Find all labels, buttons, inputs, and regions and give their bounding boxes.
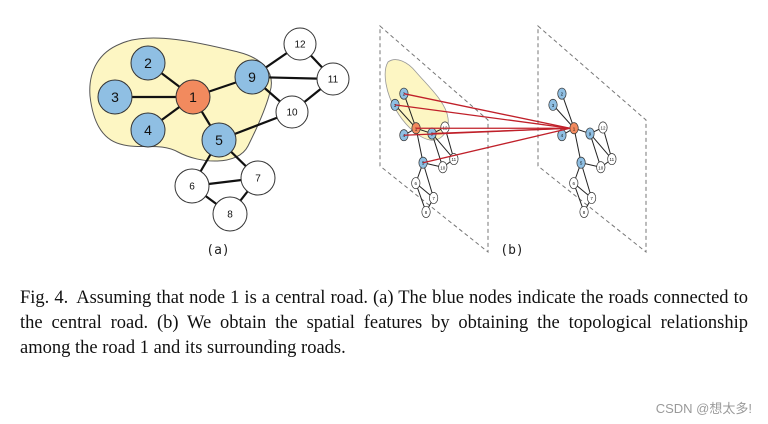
node-11-circle xyxy=(316,62,350,96)
node-3: 3 xyxy=(97,79,133,115)
node-10-circle xyxy=(275,95,309,129)
node-5-circle xyxy=(201,122,237,158)
mini-right-node-9-label: 9 xyxy=(589,132,592,137)
node-6-circle xyxy=(174,168,210,204)
node-6: 6 xyxy=(174,168,210,204)
link-2-to-central xyxy=(403,93,571,129)
watermark: CSDN @想太多! xyxy=(655,401,752,416)
mini-right-edge-9-10 xyxy=(589,133,602,168)
right-plane xyxy=(537,24,647,254)
mini-left-node-10 xyxy=(438,161,448,174)
node-4-label: 4 xyxy=(144,122,152,138)
link-5-to-central xyxy=(422,127,571,164)
node-12-circle xyxy=(283,27,317,61)
node-8: 8 xyxy=(212,196,248,232)
mini-right-node-8 xyxy=(579,205,589,218)
mini-right-node-6-label: 6 xyxy=(573,181,576,186)
node-9-label: 9 xyxy=(248,69,256,85)
mini-right-node-12-label: 12 xyxy=(600,126,606,131)
mini-right-node-10 xyxy=(596,161,606,174)
mini-right-node-5-label: 5 xyxy=(580,161,583,166)
mini-right-node-11 xyxy=(607,153,617,166)
mini-right-node-2 xyxy=(557,87,567,100)
mini-left-edge-5-7 xyxy=(422,162,435,199)
node-9-circle xyxy=(234,59,270,95)
node-12: 12 xyxy=(283,27,317,61)
node-2: 2 xyxy=(130,45,166,81)
mini-right-node-9 xyxy=(585,127,595,140)
left-plane xyxy=(379,24,489,254)
mini-left-node-8 xyxy=(421,205,431,218)
mini-right-edge-1-3 xyxy=(552,104,575,129)
mini-right-node-7-label: 7 xyxy=(590,196,593,201)
mini-left-node-7-label: 7 xyxy=(432,196,435,201)
node-2-circle xyxy=(130,45,166,81)
node-9: 9 xyxy=(234,59,270,95)
node-7-circle xyxy=(240,160,276,196)
node-8-label: 8 xyxy=(227,210,233,221)
mini-left-edge-9-11 xyxy=(431,133,455,160)
mini-left-edge-1-3 xyxy=(394,104,417,129)
panel-b-label: (b) xyxy=(500,243,523,258)
mini-left-edge-9-10 xyxy=(431,133,444,168)
mini-right-node-10-label: 10 xyxy=(598,165,604,170)
mini-left-edge-1-2 xyxy=(403,93,417,129)
caption-label: Fig. 4. xyxy=(20,288,69,308)
mini-right-node-3 xyxy=(548,98,558,111)
node-8-circle xyxy=(212,196,248,232)
mini-right-node-12 xyxy=(598,121,608,134)
node-4: 4 xyxy=(130,112,166,148)
mini-right-edge-9-11 xyxy=(589,133,613,160)
mini-right-node-3-label: 3 xyxy=(552,103,555,108)
mini-right-node-6 xyxy=(569,177,579,190)
mini-right-node-7 xyxy=(587,192,597,204)
node-12-label: 12 xyxy=(294,40,306,51)
node-1-label: 1 xyxy=(189,89,197,105)
node-6-label: 6 xyxy=(189,182,195,193)
mini-left-node-11-label: 11 xyxy=(452,157,457,162)
link-3-to-central xyxy=(394,104,571,129)
mini-right-node-5 xyxy=(576,156,586,169)
caption-text: Assuming that node 1 is a central road. … xyxy=(20,288,748,358)
mini-left-node-6 xyxy=(411,177,421,190)
node-11: 11 xyxy=(316,62,350,96)
mini-right-edge-1-2 xyxy=(561,93,575,129)
figure-caption: Fig. 4.Assuming that node 1 is a central… xyxy=(20,286,748,361)
mini-left-node-10-label: 10 xyxy=(440,165,446,170)
topology-links xyxy=(394,93,571,164)
node-7: 7 xyxy=(240,160,276,196)
mini-left-node-8-label: 8 xyxy=(425,210,428,215)
node-11-label: 11 xyxy=(328,75,339,86)
node-3-circle xyxy=(97,79,133,115)
mini-left-node-6-label: 6 xyxy=(415,181,418,186)
node-1: 1 xyxy=(175,79,211,115)
mini-right-node-8-label: 8 xyxy=(583,210,586,215)
mini-right-node-4-label: 4 xyxy=(561,133,564,138)
mini-right-node-1-label: 1 xyxy=(573,126,576,131)
mini-right-node-11-label: 11 xyxy=(610,157,615,162)
link-9-to-central xyxy=(431,127,571,135)
mini-right-node-2-label: 2 xyxy=(561,92,564,97)
node-3-label: 3 xyxy=(111,89,119,105)
node-5-label: 5 xyxy=(215,132,223,148)
panel-a-label: (a) xyxy=(206,243,229,258)
node-5: 5 xyxy=(201,122,237,158)
node-1-circle xyxy=(175,79,211,115)
mini-right-edge-5-7 xyxy=(580,162,593,199)
node-4-circle xyxy=(130,112,166,148)
node-2-label: 2 xyxy=(144,55,152,71)
node-10: 10 xyxy=(275,95,309,129)
node-10-label: 10 xyxy=(286,108,298,119)
mini-left-node-7 xyxy=(429,192,439,204)
node-7-label: 7 xyxy=(255,174,261,185)
